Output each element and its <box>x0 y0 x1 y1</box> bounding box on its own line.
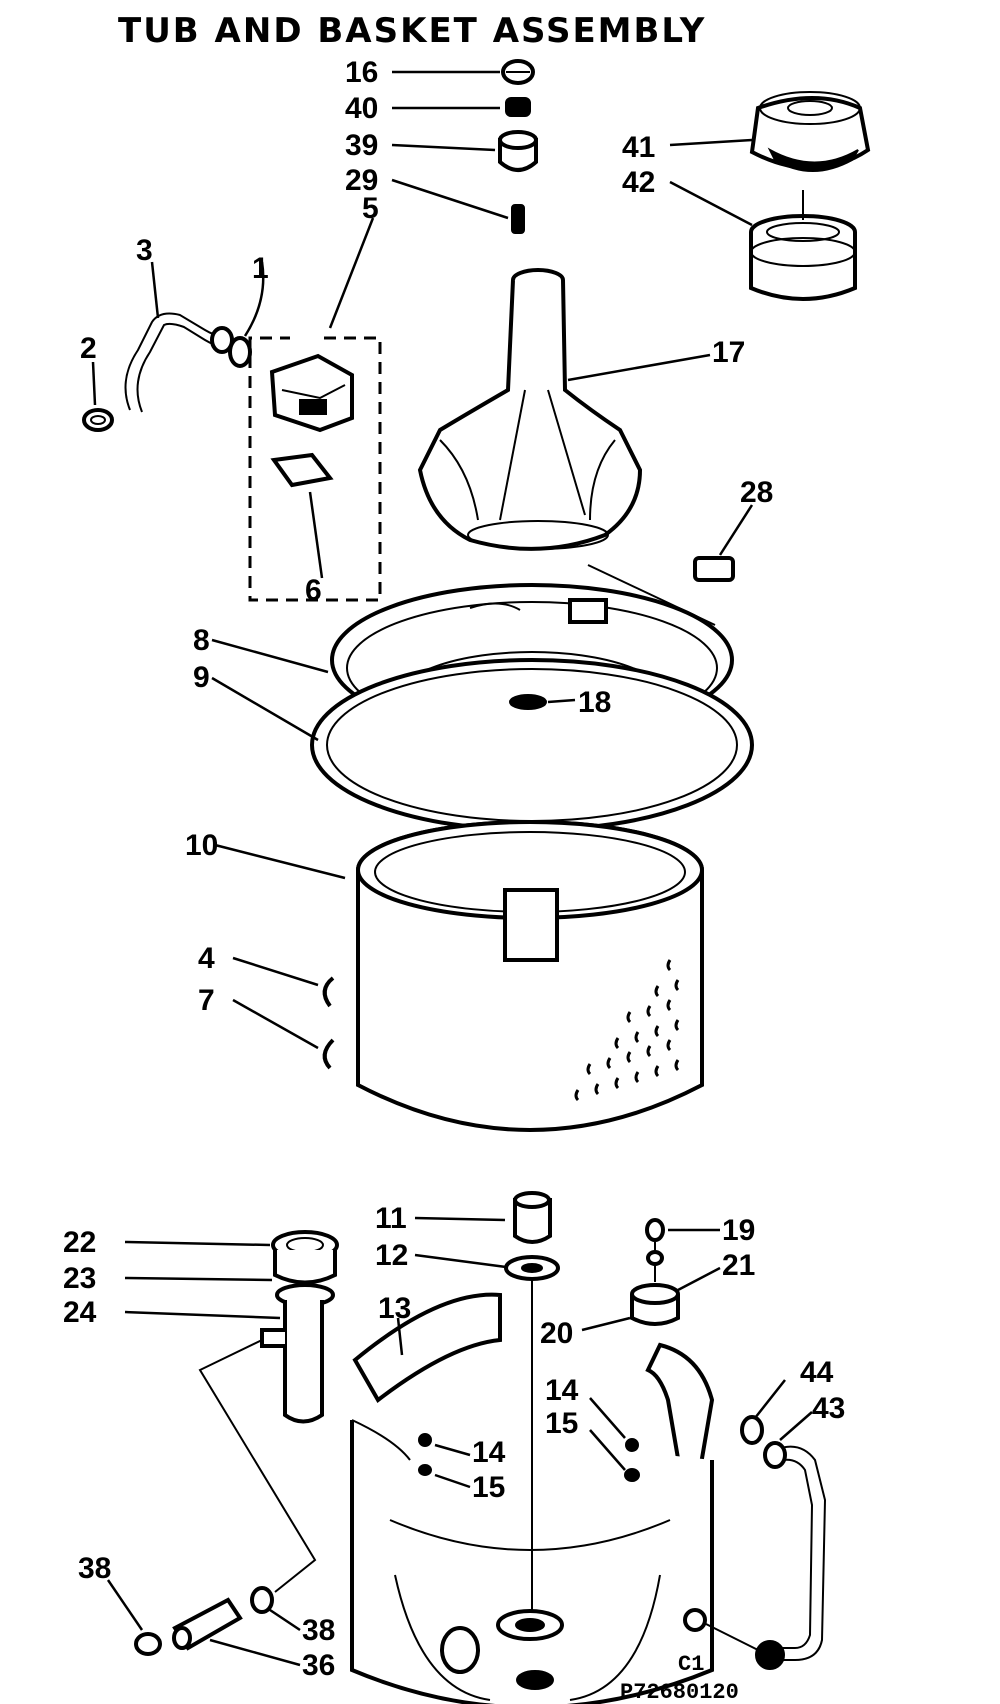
callout-29: 29 <box>345 164 378 197</box>
part-41-dispenser-cap <box>749 91 871 172</box>
basket-hole <box>614 1037 620 1050</box>
callout-1: 1 <box>252 252 269 285</box>
basket-hole <box>674 979 680 992</box>
callout-3: 3 <box>136 234 153 267</box>
diagram-title: TUB AND BASKET ASSEMBLY <box>118 11 706 51</box>
part-38-clamp-left <box>134 1632 162 1656</box>
callout-4: 4 <box>198 942 215 975</box>
part-20-weight <box>630 1283 680 1326</box>
callout-44: 44 <box>800 1356 834 1389</box>
callout-5: 5 <box>362 192 379 225</box>
part-5-group <box>248 336 382 602</box>
part-42-dispenser-base <box>749 214 857 301</box>
part-23-seal <box>273 1250 337 1285</box>
part-15-washer-left <box>418 1464 432 1476</box>
callout-14-right: 14 <box>545 1374 579 1407</box>
callout-13: 13 <box>378 1292 411 1325</box>
callout-10: 10 <box>185 829 218 862</box>
callout-18: 18 <box>578 686 611 719</box>
basket-hole <box>666 959 672 972</box>
part-10-basket <box>356 820 704 1132</box>
callout-19: 19 <box>722 1214 755 1247</box>
basket-hole <box>626 1011 632 1024</box>
callout-2: 2 <box>80 332 97 365</box>
callout-38-left: 38 <box>78 1552 111 1585</box>
part-19-screw <box>645 1218 665 1242</box>
basket-hole <box>654 1025 660 1038</box>
part-43-hose <box>755 1441 827 1670</box>
callout-12: 12 <box>375 1239 408 1272</box>
callout-6: 6 <box>305 574 322 607</box>
callout-40: 40 <box>345 92 378 125</box>
callout-23: 23 <box>63 1262 96 1295</box>
part-9-ring <box>310 658 754 832</box>
part-24-pipe <box>260 1283 335 1424</box>
callout-20: 20 <box>540 1317 573 1350</box>
basket-hole <box>586 1063 592 1076</box>
part-15-washer-right <box>624 1468 640 1482</box>
part-17-agitator <box>417 268 643 551</box>
footer-part-number: P72680120 <box>620 1680 739 1704</box>
callout-15-left: 15 <box>472 1471 505 1504</box>
basket-holes <box>574 959 680 1102</box>
part-2-clamp <box>82 408 114 432</box>
part-6-filter <box>270 452 334 488</box>
part-4-clip <box>322 976 335 1008</box>
callout-24: 24 <box>63 1296 97 1329</box>
basket-hole <box>654 1065 660 1078</box>
part-40-nut <box>505 97 531 117</box>
basket-hole <box>606 1057 612 1070</box>
basket-hole <box>634 1071 640 1084</box>
basket-hole <box>614 1077 620 1090</box>
callout-22: 22 <box>63 1226 96 1259</box>
part-1-clamp <box>228 336 252 368</box>
callout-42: 42 <box>622 166 655 199</box>
callout-36: 36 <box>302 1649 335 1682</box>
callout-21: 21 <box>722 1249 755 1282</box>
part-16-cap <box>501 59 535 85</box>
part-12-washer <box>504 1255 560 1281</box>
callout-15-right: 15 <box>545 1407 578 1440</box>
callout-9: 9 <box>193 661 210 694</box>
part-36-hose <box>172 1597 243 1651</box>
basket-hole <box>626 1051 632 1064</box>
basket-hole <box>674 1059 680 1072</box>
footer-code: C1 <box>678 1652 704 1677</box>
basket-hole <box>574 1089 580 1102</box>
basket-hole <box>674 1019 680 1032</box>
basket-hole <box>666 1039 672 1052</box>
part-18-seal <box>509 694 547 710</box>
part-39-cap <box>498 130 538 172</box>
callout-17: 17 <box>712 336 745 369</box>
callout-16: 16 <box>345 56 378 89</box>
part-7-clip <box>322 1038 335 1070</box>
callout-14-left: 14 <box>472 1436 506 1469</box>
part-11-bushing <box>513 1191 552 1244</box>
part-3-hose <box>124 312 234 413</box>
basket-hole <box>634 1031 640 1044</box>
callout-41: 41 <box>622 131 655 164</box>
part-29-bolt <box>511 204 525 234</box>
callout-39: 39 <box>345 129 378 162</box>
part-38-clamp-right <box>250 1586 274 1614</box>
part-14-screw-left <box>418 1433 432 1447</box>
basket-hole <box>654 985 660 998</box>
basket-hole <box>646 1005 652 1018</box>
callout-43: 43 <box>812 1392 845 1425</box>
callout-7: 7 <box>198 984 215 1017</box>
callout-38-right: 38 <box>302 1614 335 1647</box>
callout-11: 11 <box>375 1202 407 1235</box>
callout-8: 8 <box>193 624 210 657</box>
part-14-screw-right <box>625 1438 639 1452</box>
basket-hole <box>666 999 672 1012</box>
part-21-washer <box>646 1250 664 1266</box>
callout-28: 28 <box>740 476 773 509</box>
basket-hole <box>646 1045 652 1058</box>
basket-hole <box>594 1083 600 1096</box>
part-44-clamp <box>740 1415 764 1445</box>
